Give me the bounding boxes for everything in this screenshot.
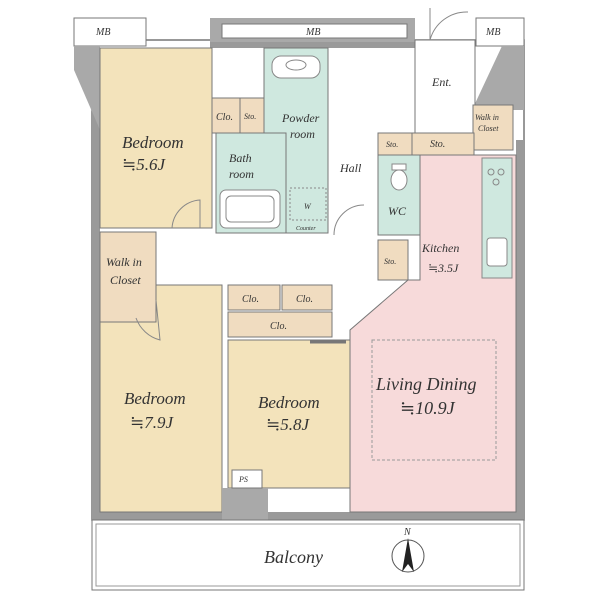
bedroom-3: Bedroom ≒5.8J <box>227 339 351 489</box>
mb-top-shaft: MB <box>210 18 415 42</box>
storage-upper-left-label: Sto. <box>386 140 398 149</box>
closet-1-label: Clo. <box>216 112 233 123</box>
mb-left-shaft: MB <box>73 17 147 130</box>
balcony: Balcony <box>91 519 525 591</box>
living-dining-name: Living Dining <box>375 374 477 394</box>
north-label: N <box>403 527 412 538</box>
mb-top-label: MB <box>305 27 320 38</box>
balcony-label: Balcony <box>264 547 323 567</box>
kitchen-size: ≒3.5J <box>428 261 459 275</box>
closet-b-label: Clo. <box>296 294 313 305</box>
washer-mark: W <box>304 202 312 211</box>
walk-in-closet-top: Walk in Closet <box>472 104 514 151</box>
storage-wc-label: Sto. <box>384 257 396 266</box>
walkin-left-label-2: Closet <box>110 273 141 287</box>
ps-shaft: PS <box>222 469 268 520</box>
closet-c-label: Clo. <box>270 321 287 332</box>
closet-c: Clo. <box>227 311 333 338</box>
storage-upper-right: Sto. <box>411 132 475 156</box>
hall-label: Hall <box>339 161 362 175</box>
bedroom-3-name: Bedroom <box>258 393 320 412</box>
counter-label: Counter <box>296 226 316 232</box>
mb-right-shaft: MB <box>472 17 525 110</box>
wc-label: WC <box>388 204 407 218</box>
powder-room-label-2: room <box>290 127 315 141</box>
bedroom-2: Bedroom ≒7.9J <box>99 284 223 513</box>
north-arrow-icon: N <box>391 527 425 573</box>
walkin-left-label-1: Walk in <box>106 255 142 269</box>
bedroom-3-size: ≒5.8J <box>266 415 310 434</box>
bedroom-1-size: ≒5.6J <box>122 155 166 174</box>
mb-right-label: MB <box>485 27 500 38</box>
living-dining-kitchen: Kitchen ≒3.5J Living Dining ≒10.9J <box>349 154 517 513</box>
bath-room-label-2: room <box>229 167 254 181</box>
closet-1: Clo. <box>211 97 241 134</box>
ps-label: PS <box>238 475 248 484</box>
powder-room-label-1: Powder <box>281 111 320 125</box>
hall: Hall <box>333 161 365 236</box>
storage-wc: Sto. <box>377 239 409 281</box>
mb-left-label: MB <box>95 27 110 38</box>
bedroom-2-size: ≒7.9J <box>130 413 174 432</box>
bedroom-1: Bedroom ≒5.6J <box>99 47 213 229</box>
bath-room-label-1: Bath <box>229 151 252 165</box>
storage-1-label: Sto. <box>244 112 256 121</box>
closet-top-label: Closet <box>478 124 499 133</box>
bedroom-1-name: Bedroom <box>122 133 184 152</box>
storage-upper-right-label: Sto. <box>430 139 445 150</box>
entrance-label: Ent. <box>431 75 452 89</box>
bath-room: Bath room <box>215 132 287 234</box>
walkin-top-label: Walk in <box>475 113 499 122</box>
closet-b: Clo. <box>281 284 333 311</box>
bedroom-2-name: Bedroom <box>124 389 186 408</box>
living-dining-size: ≒10.9J <box>400 398 456 418</box>
entrance: Ent. <box>414 8 476 136</box>
kitchen-name: Kitchen <box>421 241 459 255</box>
closet-a-label: Clo. <box>242 294 259 305</box>
walk-in-closet-left: Walk in Closet <box>99 231 157 323</box>
storage-1: Sto. <box>239 97 265 134</box>
closet-a: Clo. <box>227 284 281 311</box>
wc: WC <box>377 154 421 236</box>
storage-upper-left: Sto. <box>377 132 413 156</box>
